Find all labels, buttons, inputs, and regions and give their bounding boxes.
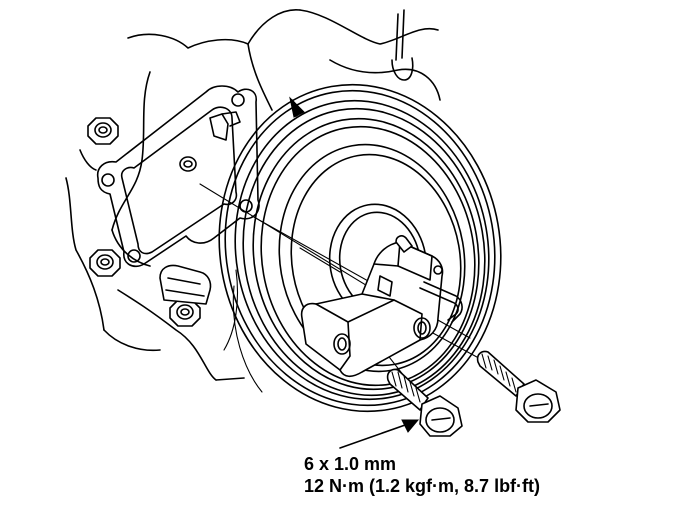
sensor-nut: [169, 299, 201, 327]
tensioner-bolt-left: [386, 368, 463, 437]
tensioner-pin: [419, 281, 463, 323]
bolt-size-label: 6 x 1.0 mm: [304, 454, 397, 474]
crank-position-sensor: [159, 264, 212, 305]
cover-plate: [96, 85, 260, 268]
callout-leader-arrow: [339, 419, 420, 449]
auto-tensioner: [300, 235, 444, 378]
lower-left-nut: [89, 249, 121, 277]
upper-left-nut: [87, 117, 119, 145]
torque-spec-label: 12 N·m (1.2 kgf·m, 8.7 lbf·ft): [304, 476, 541, 496]
tensioner-bolt-right: [476, 350, 561, 423]
engine-block-outline: [65, 9, 441, 381]
